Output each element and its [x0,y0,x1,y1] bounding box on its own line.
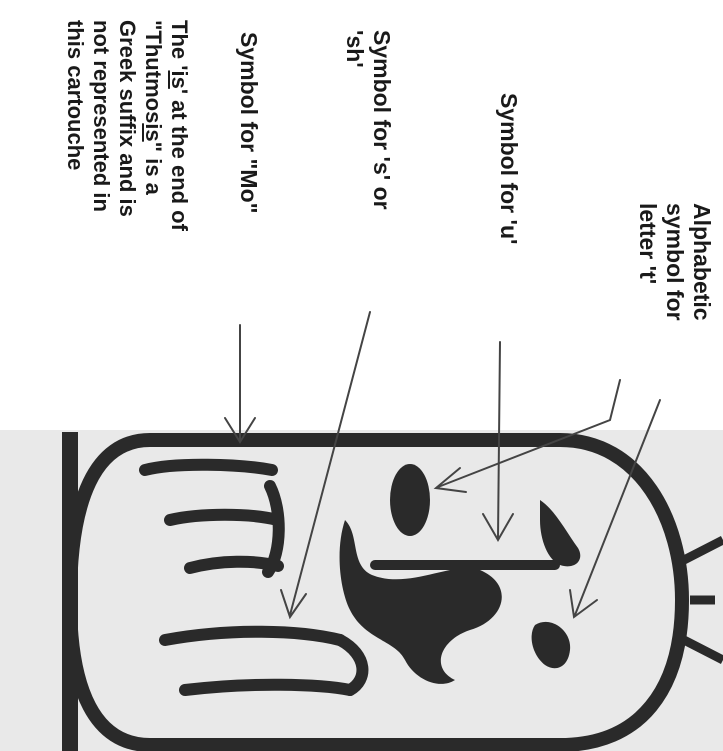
note-line-4: not represented in [88,20,114,231]
note-greek-suffix: The 'is' at the end of "Thutmosis" is a … [62,20,192,231]
note-line-1: The 'is' at the end of [166,20,192,231]
glyph-s-sh [165,632,362,690]
label-s-line-2: 'sh' [341,30,368,210]
note-line-1-post: ' at the end of [167,89,192,231]
label-mo-line-1: Symbol for "Mo" [235,32,262,214]
note-line-2-post: " is a [141,142,166,195]
pointer-arrows [225,312,660,617]
note-line-2-pre: "Thutmos [141,20,166,123]
label-u-line-1: Symbol for 'u' [495,93,522,245]
label-letter-s: Symbol for 's' or 'sh' [341,30,395,210]
label-t-line-3: letter 't' [634,203,661,321]
note-line-1-pre: The ' [167,20,192,70]
glyph-t [390,464,430,536]
note-line-2: "Thutmosis" is a [140,20,166,231]
note-line-3: Greek suffix and is [114,20,140,231]
label-letter-t: Alphabetic symbol for letter 't' [634,203,715,321]
arrow-t-lower [575,400,660,615]
note-line-5: this cartouche [62,20,88,231]
note-line-1-underlined: is [167,70,192,88]
label-mo: Symbol for "Mo" [235,32,262,214]
label-t-line-2: symbol for [661,203,688,321]
glyph-t-loaf [532,622,571,668]
arrow-t-upper-head [436,468,466,492]
label-t-line-1: Alphabetic [688,203,715,321]
arrow-u [498,342,500,538]
label-letter-u: Symbol for 'u' [495,93,522,245]
glyph-mo [145,465,279,572]
cartouche-base-bar [62,432,78,751]
note-line-2-underlined: is [141,123,166,141]
cartouche-tie-lines [684,540,723,660]
label-s-line-1: Symbol for 's' or [368,30,395,210]
